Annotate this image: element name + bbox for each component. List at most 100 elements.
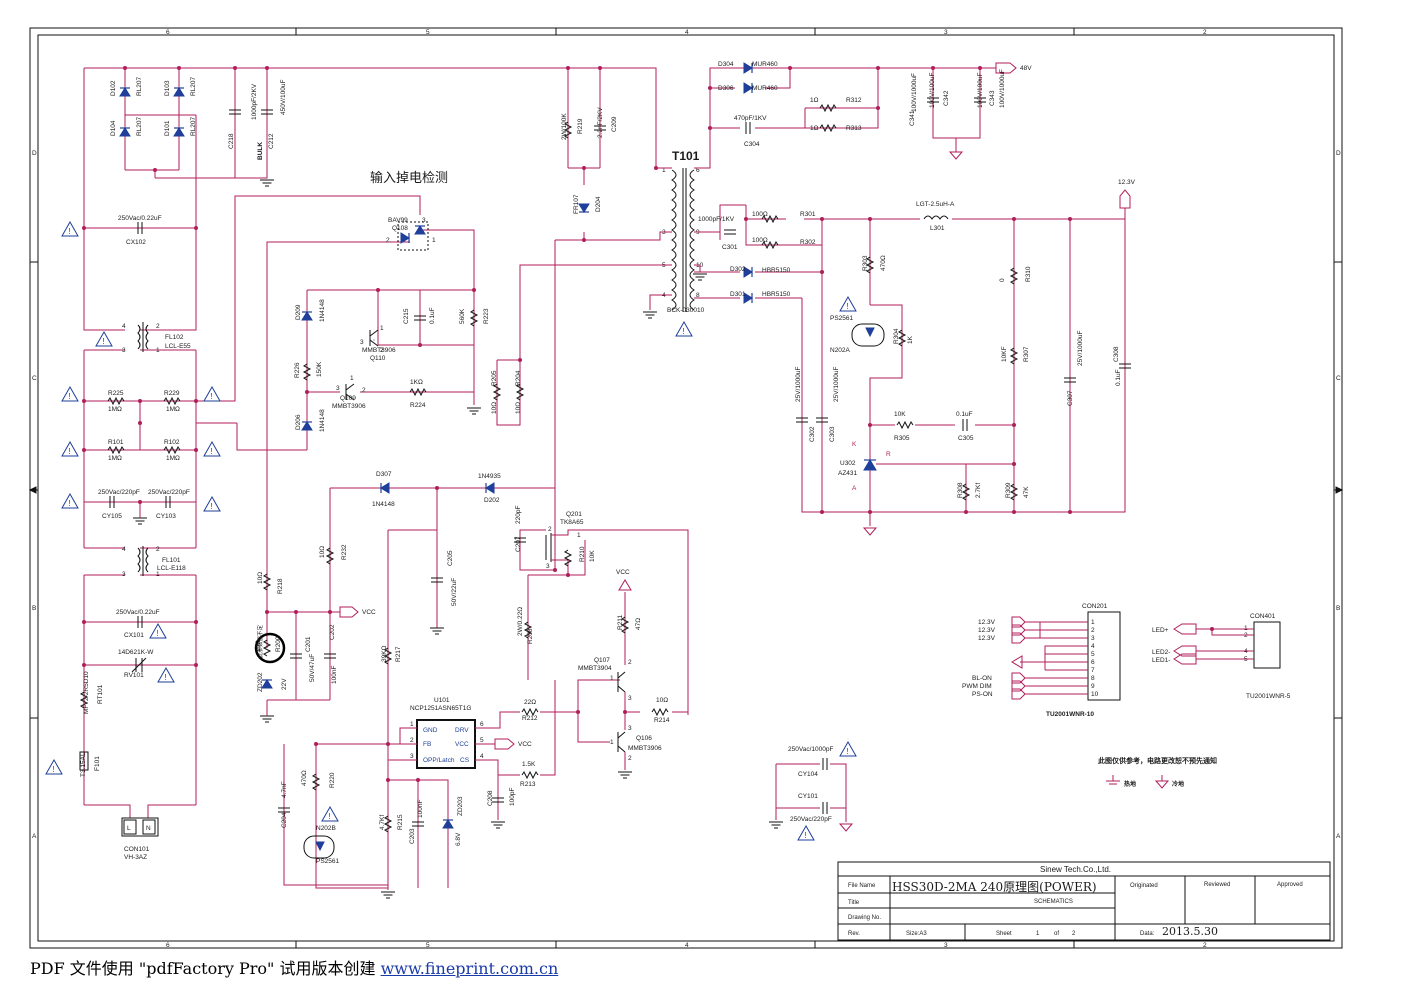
safety-warning-icon	[839, 741, 857, 757]
label-R229: R229	[164, 390, 180, 397]
value-CX101: 250Vac/0.22uF	[116, 609, 160, 616]
svg-text:2: 2	[380, 347, 384, 354]
con201-pin: 2	[1091, 627, 1095, 634]
value-ZD203: 6.8V	[455, 832, 462, 846]
title-label: Title	[848, 900, 860, 906]
svg-text:2: 2	[156, 546, 160, 553]
con201-pin: 4	[1091, 643, 1095, 650]
border-zone-labels: 6 5 4 3 2 6 5 4 3 2 D C B A D C B A	[32, 29, 1341, 949]
label-Q107: Q107	[594, 657, 610, 664]
value-F101: T3.15AL	[80, 752, 87, 777]
input-emi-wires	[83, 67, 657, 818]
svg-text:8: 8	[696, 292, 700, 299]
diode-D102	[119, 87, 131, 97]
label-R305: R305	[894, 435, 910, 442]
label-R304: R304	[893, 328, 900, 344]
con201-net: PWM DIM	[962, 683, 992, 690]
value-C203: 100nF	[417, 800, 424, 818]
pdf-footer: PDF 文件使用 "pdfFactory Pro" 试用版本创建 www.fin…	[30, 955, 558, 979]
label-CY103: CY103	[156, 513, 176, 520]
highlight-circle	[254, 632, 286, 664]
svg-text:1: 1	[662, 167, 666, 174]
value-D304: MUR460	[752, 61, 778, 68]
label-Q109: Q109	[340, 395, 356, 402]
net-48v: 48V	[1020, 65, 1032, 72]
row-left-label: C	[32, 375, 37, 382]
label-R210: R210	[579, 546, 586, 562]
note-cold-ground: 冷地	[1172, 780, 1184, 788]
label-FR107: FR107	[573, 194, 580, 214]
rev-label: Rev.	[848, 931, 860, 937]
label-R218: R218	[277, 578, 284, 594]
svg-text:1: 1	[610, 739, 614, 746]
svg-text:3: 3	[628, 725, 632, 732]
value-C202: 100nF	[331, 666, 338, 684]
value-C302: 25V/1000uF	[795, 367, 802, 402]
svg-text:3: 3	[410, 753, 414, 760]
value-R307: 10KF	[1001, 346, 1008, 362]
label-D209: D209	[295, 304, 302, 320]
value-R310: 0	[999, 278, 1006, 282]
date-label: Data:	[1140, 931, 1155, 937]
label-D101: D101	[164, 120, 171, 136]
footer-text: PDF 文件使用 "pdfFactory Pro" 试用版本创建	[30, 959, 381, 978]
section-title-input-detect: 输入掉电检测	[370, 170, 448, 186]
svg-text:1: 1	[577, 532, 581, 539]
vcc-net-q107: VCC	[616, 569, 630, 576]
zone-top-label: 4	[685, 29, 689, 36]
con401-net: LED2-	[1152, 649, 1170, 656]
safety-warning-icon	[149, 623, 167, 639]
value-R205: 10Ω	[491, 402, 498, 414]
pin-drv: DRV	[455, 727, 469, 734]
pin-K: K	[852, 441, 857, 448]
snubber-parts: 2W/100K R219 2.2nF/2KV C209 FR107 D204 R…	[491, 107, 658, 414]
label-PS2561: PS2561	[316, 858, 340, 865]
safety-warning-icon	[839, 296, 857, 312]
value-C218: 1000pF/2KV	[251, 83, 258, 120]
con401-ref: CON401	[1250, 613, 1276, 620]
diode-D101	[173, 127, 185, 137]
value-C304: 470pF/1KV	[734, 115, 767, 122]
label-C204: C204	[281, 812, 288, 828]
pin-vcc: VCC	[455, 741, 469, 748]
note-hot-ground: 热地	[1124, 780, 1136, 788]
svg-text:3: 3	[122, 571, 126, 578]
label-C308: C308	[1113, 346, 1120, 362]
zone-top-label: 2	[1203, 29, 1207, 36]
value-R215: 4.7Kf	[379, 815, 386, 830]
svg-text:2: 2	[362, 387, 366, 394]
switch-stage: Q201 TK8A65 213 220pF C207 R210 10K 2W/0…	[513, 470, 689, 715]
diode-D103	[173, 87, 185, 97]
footer-link[interactable]: www.fineprint.com.cn	[380, 959, 559, 978]
label-R225: R225	[108, 390, 124, 397]
svg-text:1: 1	[410, 721, 414, 728]
value-R302: 100Ω	[752, 237, 768, 244]
pin-L: L	[127, 825, 131, 832]
label-C307: C307	[1067, 390, 1074, 406]
bridge-diodes: D102 RL207 D103 RL207 D104 RL207 D101 RL…	[110, 76, 197, 137]
value-D202: 1N4935	[478, 473, 501, 480]
label-R309: R309	[1005, 482, 1012, 498]
label-CX101: CX101	[124, 632, 144, 639]
value-R229: 1MΩ	[166, 406, 180, 413]
value-R304: 1K	[907, 335, 914, 344]
row-left-label: B	[32, 605, 36, 612]
row-right-label: D	[1336, 150, 1341, 157]
detect-parts: D209 1N4148 D206 1N4148 R226 150K C215 0…	[254, 299, 501, 723]
safety-warning-icon	[321, 806, 339, 822]
con201-pin: 3	[1091, 635, 1095, 642]
label-R204: R204	[515, 370, 522, 386]
value-CY101: 250Vac/220pF	[790, 816, 832, 823]
row-left-label: A	[32, 833, 37, 840]
con201-pin: 9	[1091, 683, 1095, 690]
svg-text:3: 3	[336, 385, 340, 392]
con201-pin: 5	[1091, 651, 1095, 658]
label-Q110: Q110	[370, 355, 386, 362]
value-C308: 0.1uF	[1115, 369, 1122, 386]
svg-text:5: 5	[480, 737, 484, 744]
label-CON101: CON101	[124, 846, 150, 853]
value-Q201: TK8A65	[560, 519, 584, 526]
cy104-cy101: 250Vac/1000pF CY104 CY101 250Vac/220pF	[768, 741, 857, 841]
net-12v: 12.3V	[1118, 179, 1136, 186]
value-C209: 2.2nF/2KV	[597, 107, 604, 138]
